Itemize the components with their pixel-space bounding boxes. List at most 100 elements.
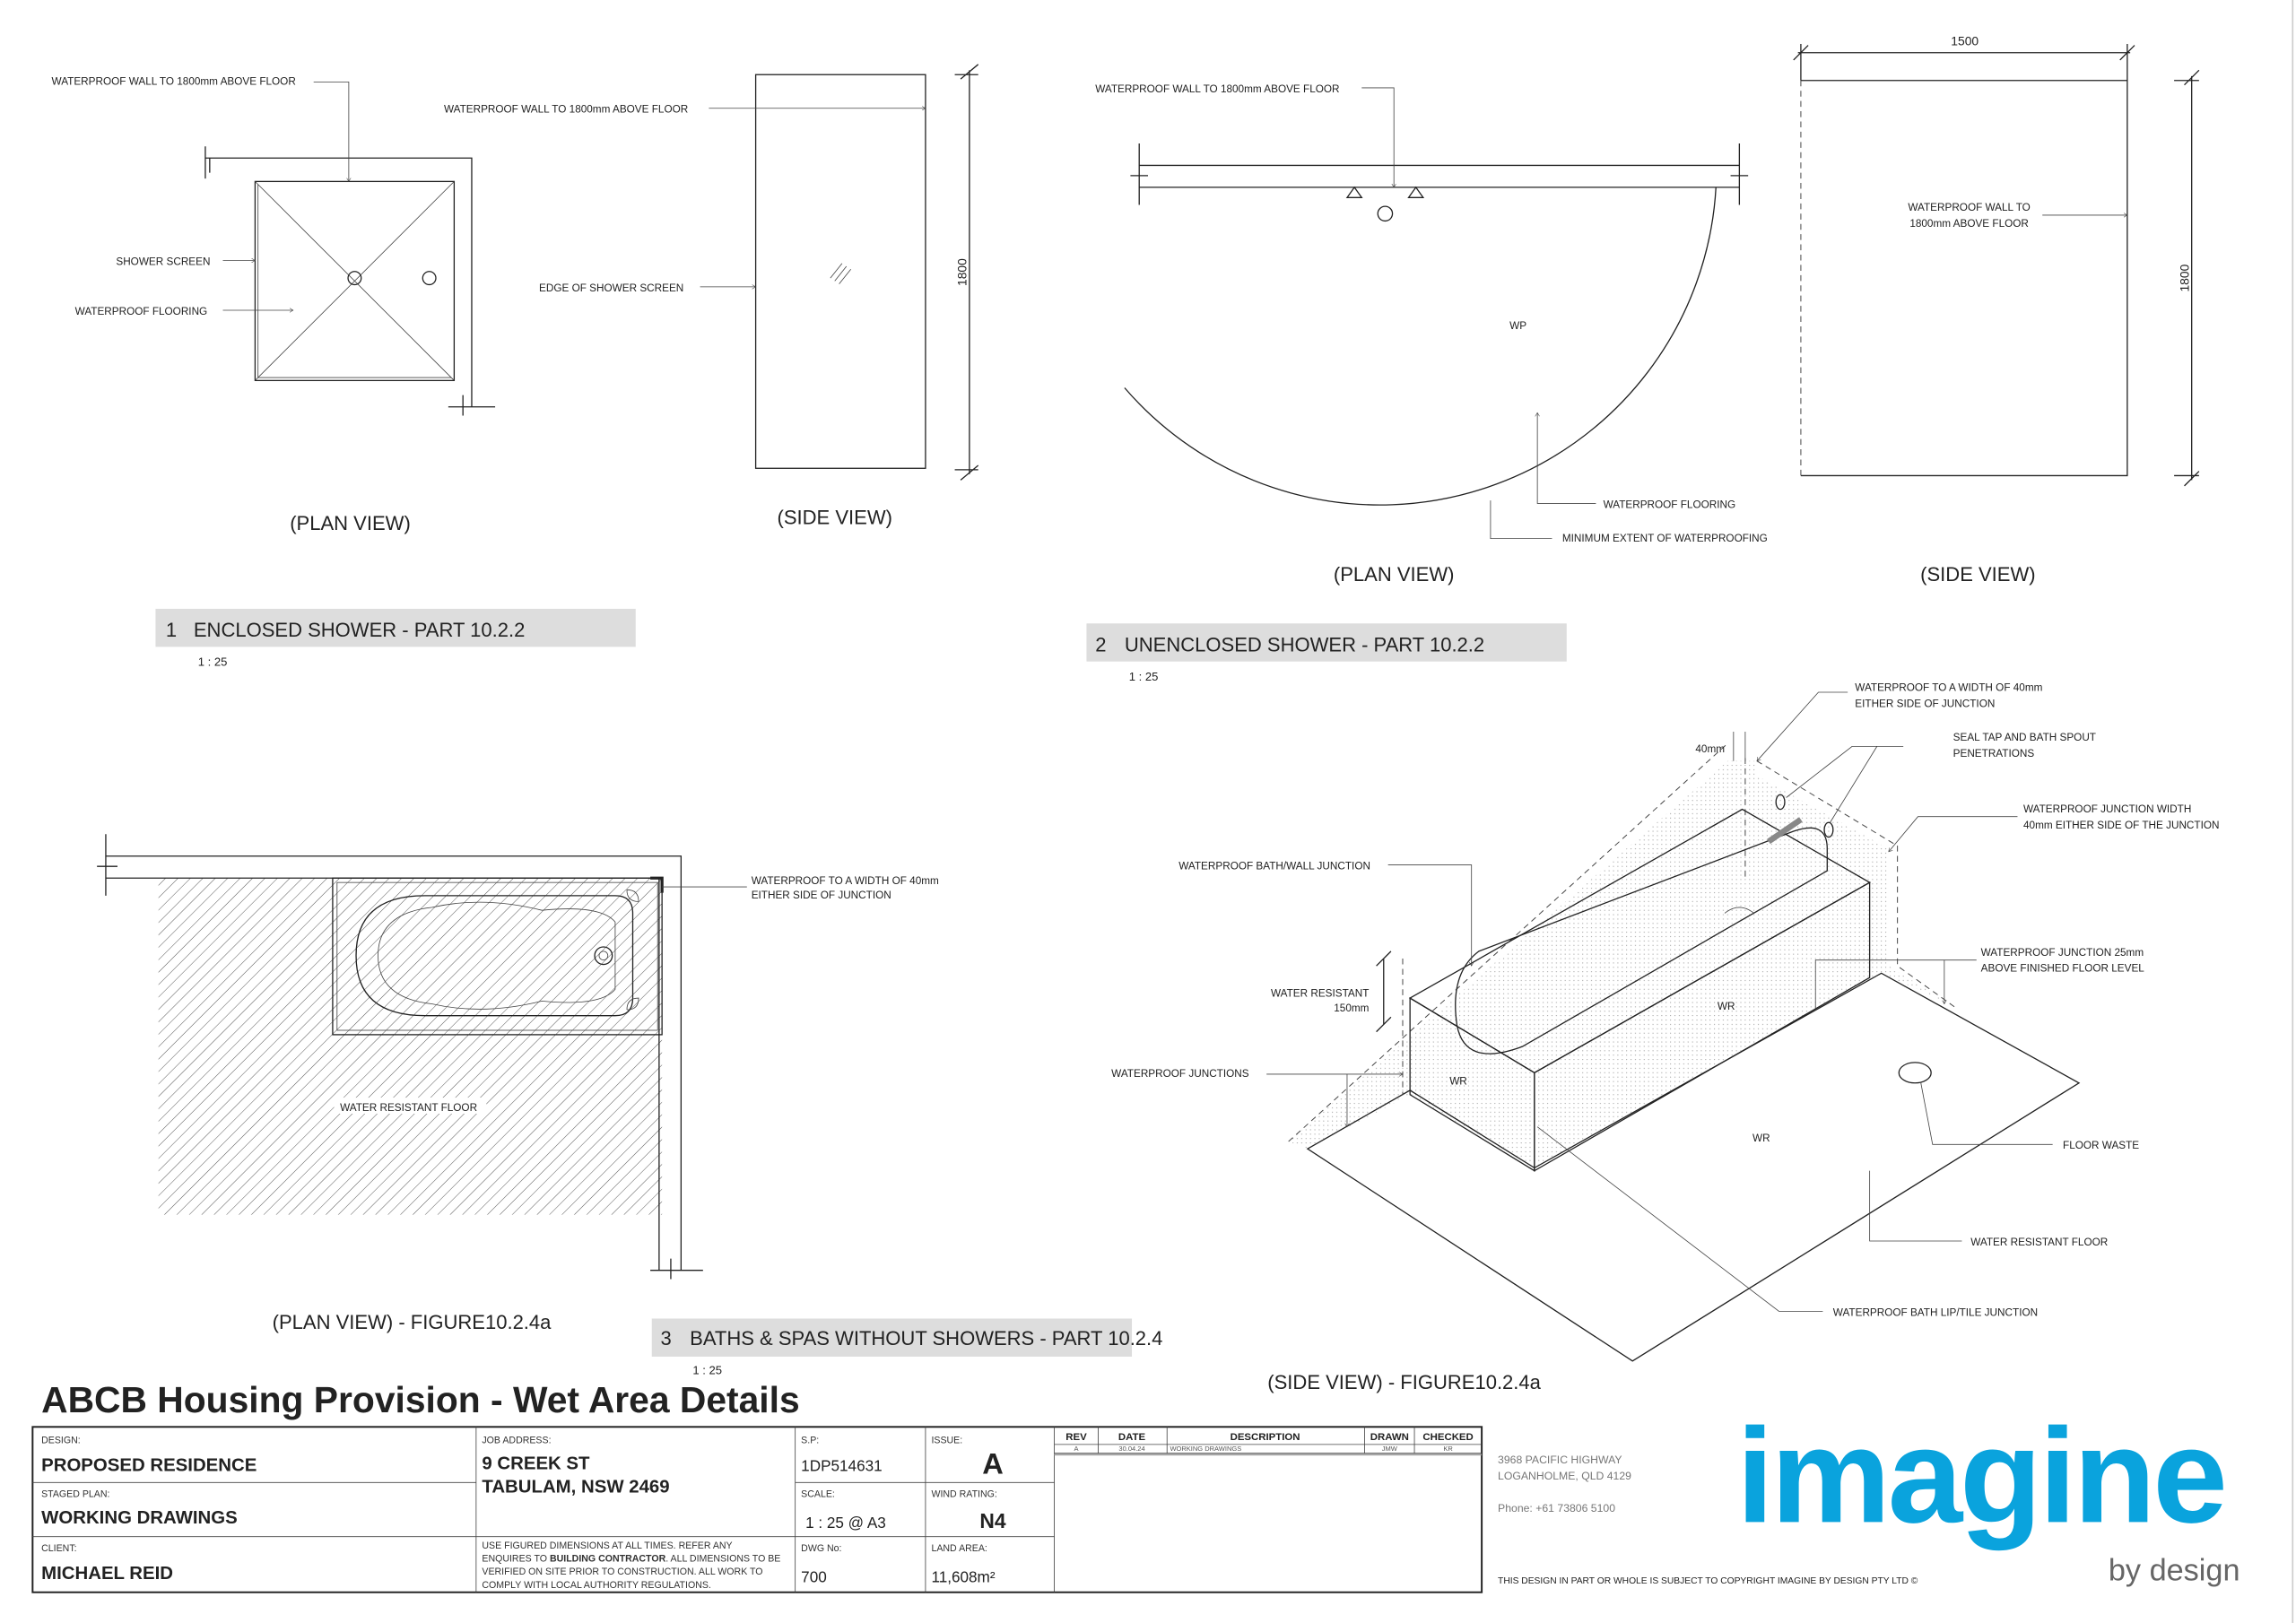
label-seal-1: SEAL TAP AND BATH SPOUT [1953,732,2096,743]
detail-title: UNENCLOSED SHOWER - PART 10.2.2 [1125,633,1484,655]
scale-value: 1 : 25 @ A3 [805,1514,886,1532]
wind-rating-value: N4 [979,1509,1005,1532]
shower-outlet-icon [1377,205,1394,222]
issue-value: A [982,1447,1004,1480]
design-label: DESIGN: [41,1435,81,1445]
company-address-1: 3968 PACIFIC HIGHWAY [1498,1454,1622,1466]
dwg-label: DWG No: [801,1543,841,1554]
label-water-resistant-150-1: WATER RESISTANT [1271,987,1369,999]
copyright-notice: THIS DESIGN IN PART OR WHOLE IS SUBJECT … [1498,1576,1918,1586]
company-address-2: LOGANHOLME, QLD 4129 [1498,1470,1631,1482]
label-width-40mm-2: EITHER SIDE OF JUNCTION [1855,698,1995,709]
detail-2-plan-view: WATERPROOF WALL TO 1800mm ABOVE FLOOR WP… [1095,83,1768,586]
job-address-line-2: TABULAM, NSW 2469 [482,1478,669,1497]
label-junction-width-2: 40mm EITHER SIDE OF THE JUNCTION [2023,820,2219,831]
staged-plan-label: STAGED PLAN: [41,1489,109,1500]
label-waterproof-flooring: WATERPROOF FLOORING [75,306,208,317]
label-water-resistant-150-2: 150mm [1334,1002,1369,1014]
detail-2-side-view: 1500 1800 WATERPROOF WALL TO 1800mm ABOV… [1793,34,2200,586]
detail-scale: 1 : 25 [1129,670,1159,683]
detail-2-title-bar [1086,623,1567,662]
spout-penetration-icon [1823,821,1834,838]
plan-view-caption: (PLAN VIEW) [1334,563,1455,586]
detail-1-title-bar [155,608,636,647]
floor-waste-icon [1898,1062,1932,1084]
label-bath-wall-junction: WATERPROOF BATH/WALL JUNCTION [1178,860,1370,872]
description-header: DESCRIPTION [1231,1432,1300,1443]
label-40mm: 40mm [1695,743,1725,755]
wind-rating-label: WIND RATING: [931,1489,996,1500]
checked-cell: KR [1443,1445,1453,1453]
dimension-1800: 1800 [2177,264,2191,291]
label-waterproof-wall: WATERPROOF WALL TO 1800mm ABOVE FLOOR [1095,83,1339,95]
sheet-title: ABCB Housing Provision - Wet Area Detail… [41,1379,800,1420]
company-logo: imagine [1736,1400,2225,1550]
detail-scale: 1 : 25 [198,655,228,669]
detail-number: 1 [166,619,177,641]
label-waterproof-wall-1: WATERPROOF WALL TO [1908,202,2030,213]
label-junction-1: WATERPROOF TO A WIDTH OF 40mm [752,875,939,887]
label-waterproof-flooring: WATERPROOF FLOORING [1604,499,1736,510]
job-address-label: JOB ADDRESS: [482,1435,551,1445]
label-junction-25mm-2: ABOVE FINISHED FLOOR LEVEL [1981,963,2145,975]
notes-line: USE FIGURED DIMENSIONS AT ALL TIMES. REF… [482,1541,732,1551]
dimension-1500: 1500 [1951,34,1979,48]
notes-line: VERIFIED ON SITE PRIOR TO CONSTRUCTION. … [482,1567,762,1577]
label-junction-width-1: WATERPROOF JUNCTION WIDTH [2023,803,2191,815]
description-cell: WORKING DRAWINGS [1170,1445,1241,1453]
detail-number: 3 [661,1327,672,1350]
label-seal-2: PENETRATIONS [1953,748,2035,759]
company-logo-tagline: by design [2109,1554,2240,1588]
detail-title: ENCLOSED SHOWER - PART 10.2.2 [194,619,525,641]
label-wr: WR [1449,1075,1467,1087]
detail-title: BATHS & SPAS WITHOUT SHOWERS - PART 10.2… [690,1327,1162,1350]
drawn-cell: JMW [1382,1445,1398,1453]
label-junction-2: EITHER SIDE OF JUNCTION [752,890,891,901]
job-address-line-1: 9 CREEK ST [482,1454,590,1474]
issue-label: ISSUE: [931,1435,962,1445]
side-view-caption: (SIDE VIEW) [1920,563,2035,586]
notes-line: COMPLY WITH LOCAL AUTHORITY REGULATIONS. [482,1580,710,1591]
side-view-caption: (SIDE VIEW) [778,506,892,528]
rev-header: REV [1065,1432,1087,1443]
detail-3-plan-view: WATERPROOF TO A WIDTH OF 40mm EITHER SID… [97,834,939,1333]
tap-icon [422,271,437,286]
revision-table: REV DATE DESCRIPTION DRAWN CHECKED A 30.… [1054,1427,1483,1456]
label-waterproof-wall-side: WATERPROOF WALL TO 1800mm ABOVE FLOOR [444,104,688,116]
label-bath-lip-junction: WATERPROOF BATH LIP/TILE JUNCTION [1833,1306,2038,1318]
label-waterproof-junctions: WATERPROOF JUNCTIONS [1111,1068,1249,1080]
side-view-caption: (SIDE VIEW) - FIGURE10.2.4a [1267,1371,1541,1393]
detail-3-iso-view: WR WR WR WATERPROOF TO A WIDTH OF 40mm E… [1111,681,2219,1393]
staged-plan-value: WORKING DRAWINGS [41,1508,238,1528]
detail-number: 2 [1095,633,1106,655]
label-water-resistant-floor: WATER RESISTANT FLOOR [1970,1237,2108,1248]
sp-value: 1DP514631 [801,1456,882,1474]
date-cell: 30.04.24 [1118,1445,1144,1453]
design-value: PROPOSED RESIDENCE [41,1455,257,1475]
sp-label: S.P: [801,1435,819,1445]
label-floor-waste: FLOOR WASTE [2063,1140,2139,1151]
plan-view-caption: (PLAN VIEW) - FIGURE10.2.4a [273,1311,552,1333]
label-wr: WR [1752,1133,1770,1144]
label-junction-25mm-1: WATERPROOF JUNCTION 25mm [1981,947,2144,959]
label-edge-of-screen: EDGE OF SHOWER SCREEN [539,282,683,294]
detail-1-plan-view: WATERPROOF WALL TO 1800mm ABOVE FLOOR SH… [52,76,496,534]
label-minimum-extent: MINIMUM EXTENT OF WATERPROOFING [1562,533,1768,544]
detail-scale: 1 : 25 [692,1364,722,1377]
detail-1-enclosed-shower: WATERPROOF WALL TO 1800mm ABOVE FLOOR SH… [52,64,979,669]
title-block: DESIGN: PROPOSED RESIDENCE STAGED PLAN: … [31,1426,1483,1593]
checked-header: CHECKED [1422,1432,1473,1443]
client-label: CLIENT: [41,1543,76,1554]
land-area-value: 11,608m² [931,1567,995,1585]
land-area-label: LAND AREA: [931,1543,987,1554]
plan-view-caption: (PLAN VIEW) [290,512,411,534]
label-waterproof-wall-2: 1800mm ABOVE FLOOR [1909,218,2029,230]
drain-icon [347,271,362,286]
detail-1-side-view: WATERPROOF WALL TO 1800mm ABOVE FLOOR ED… [444,64,979,528]
company-phone: Phone: +61 73806 5100 [1498,1502,1615,1515]
label-water-resistant-floor: WATER RESISTANT FLOOR [340,1102,477,1114]
dwg-value: 700 [801,1567,827,1585]
detail-3-title-bar [651,1318,1133,1357]
label-wp: WP [1509,320,1526,332]
